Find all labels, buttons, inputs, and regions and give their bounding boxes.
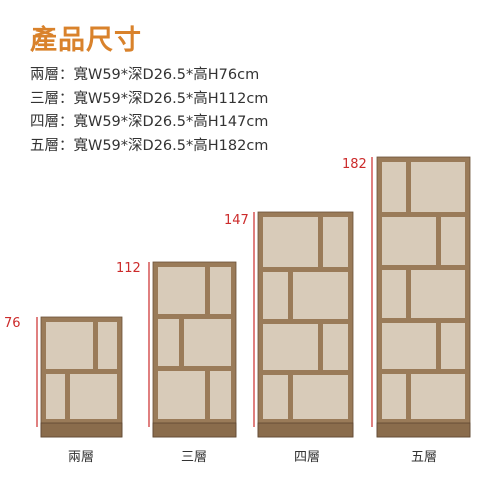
page-title: 產品尺寸 — [30, 25, 142, 56]
spec-line-3-tier: 三層：寬W59*深D26.5*高H112cm — [30, 90, 269, 107]
spec-line-5-tier: 五層：寬W59*深D26.5*高H182cm — [30, 137, 269, 154]
shelf-5-tier: 182 五層 — [342, 156, 471, 465]
height-label-3-tier: 112 — [116, 261, 141, 276]
spec-list: 兩層：寬W59*深D26.5*高H76cm 三層：寬W59*深D26.5*高H1… — [30, 64, 268, 158]
spec-line-2-tier: 兩層：寬W59*深D26.5*高H76cm — [30, 67, 260, 83]
caption-5-tier: 五層 — [411, 450, 437, 465]
shelf-2-tier: 76 兩層 — [4, 316, 123, 465]
shelf-base — [257, 422, 354, 438]
shelf-4-tier: 147 四層 — [224, 211, 354, 465]
height-label-2-tier: 76 — [4, 316, 21, 331]
shelf-3-tier: 112 三層 — [116, 261, 237, 465]
caption-4-tier: 四層 — [294, 450, 320, 465]
shelf-base — [376, 422, 471, 438]
shelf-base — [152, 422, 237, 438]
caption-2-tier: 兩層 — [68, 450, 94, 465]
height-label-4-tier: 147 — [224, 213, 249, 228]
height-label-5-tier: 182 — [342, 157, 367, 172]
caption-3-tier: 三層 — [181, 450, 207, 465]
shelf-base — [40, 422, 123, 438]
spec-line-4-tier: 四層：寬W59*深D26.5*高H147cm — [30, 114, 269, 130]
